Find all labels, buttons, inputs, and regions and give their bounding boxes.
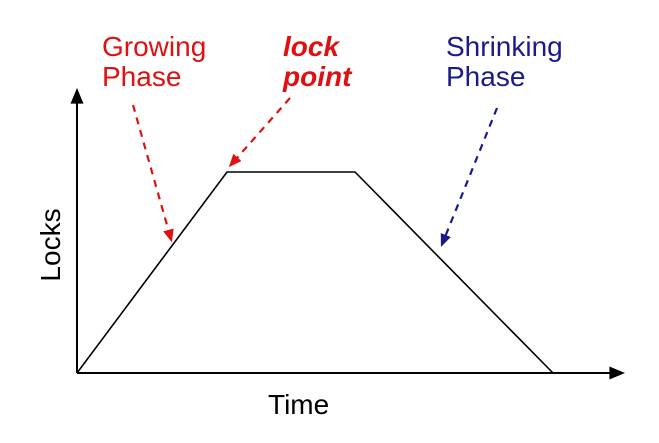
lock-point-callout-arrow	[228, 97, 291, 168]
growing-phase-label: Growing Phase	[102, 31, 207, 92]
shrinking-phase-label: Shrinking Phase	[446, 31, 563, 92]
y-axis-title: Locks	[35, 208, 66, 282]
x-axis-title: Time	[268, 389, 330, 420]
shrinking-phase-callout-arrow	[440, 107, 499, 248]
locks-curve	[76, 171, 554, 374]
lock-point-label: lock point	[283, 31, 352, 92]
growing-phase-callout-arrow	[131, 104, 174, 243]
